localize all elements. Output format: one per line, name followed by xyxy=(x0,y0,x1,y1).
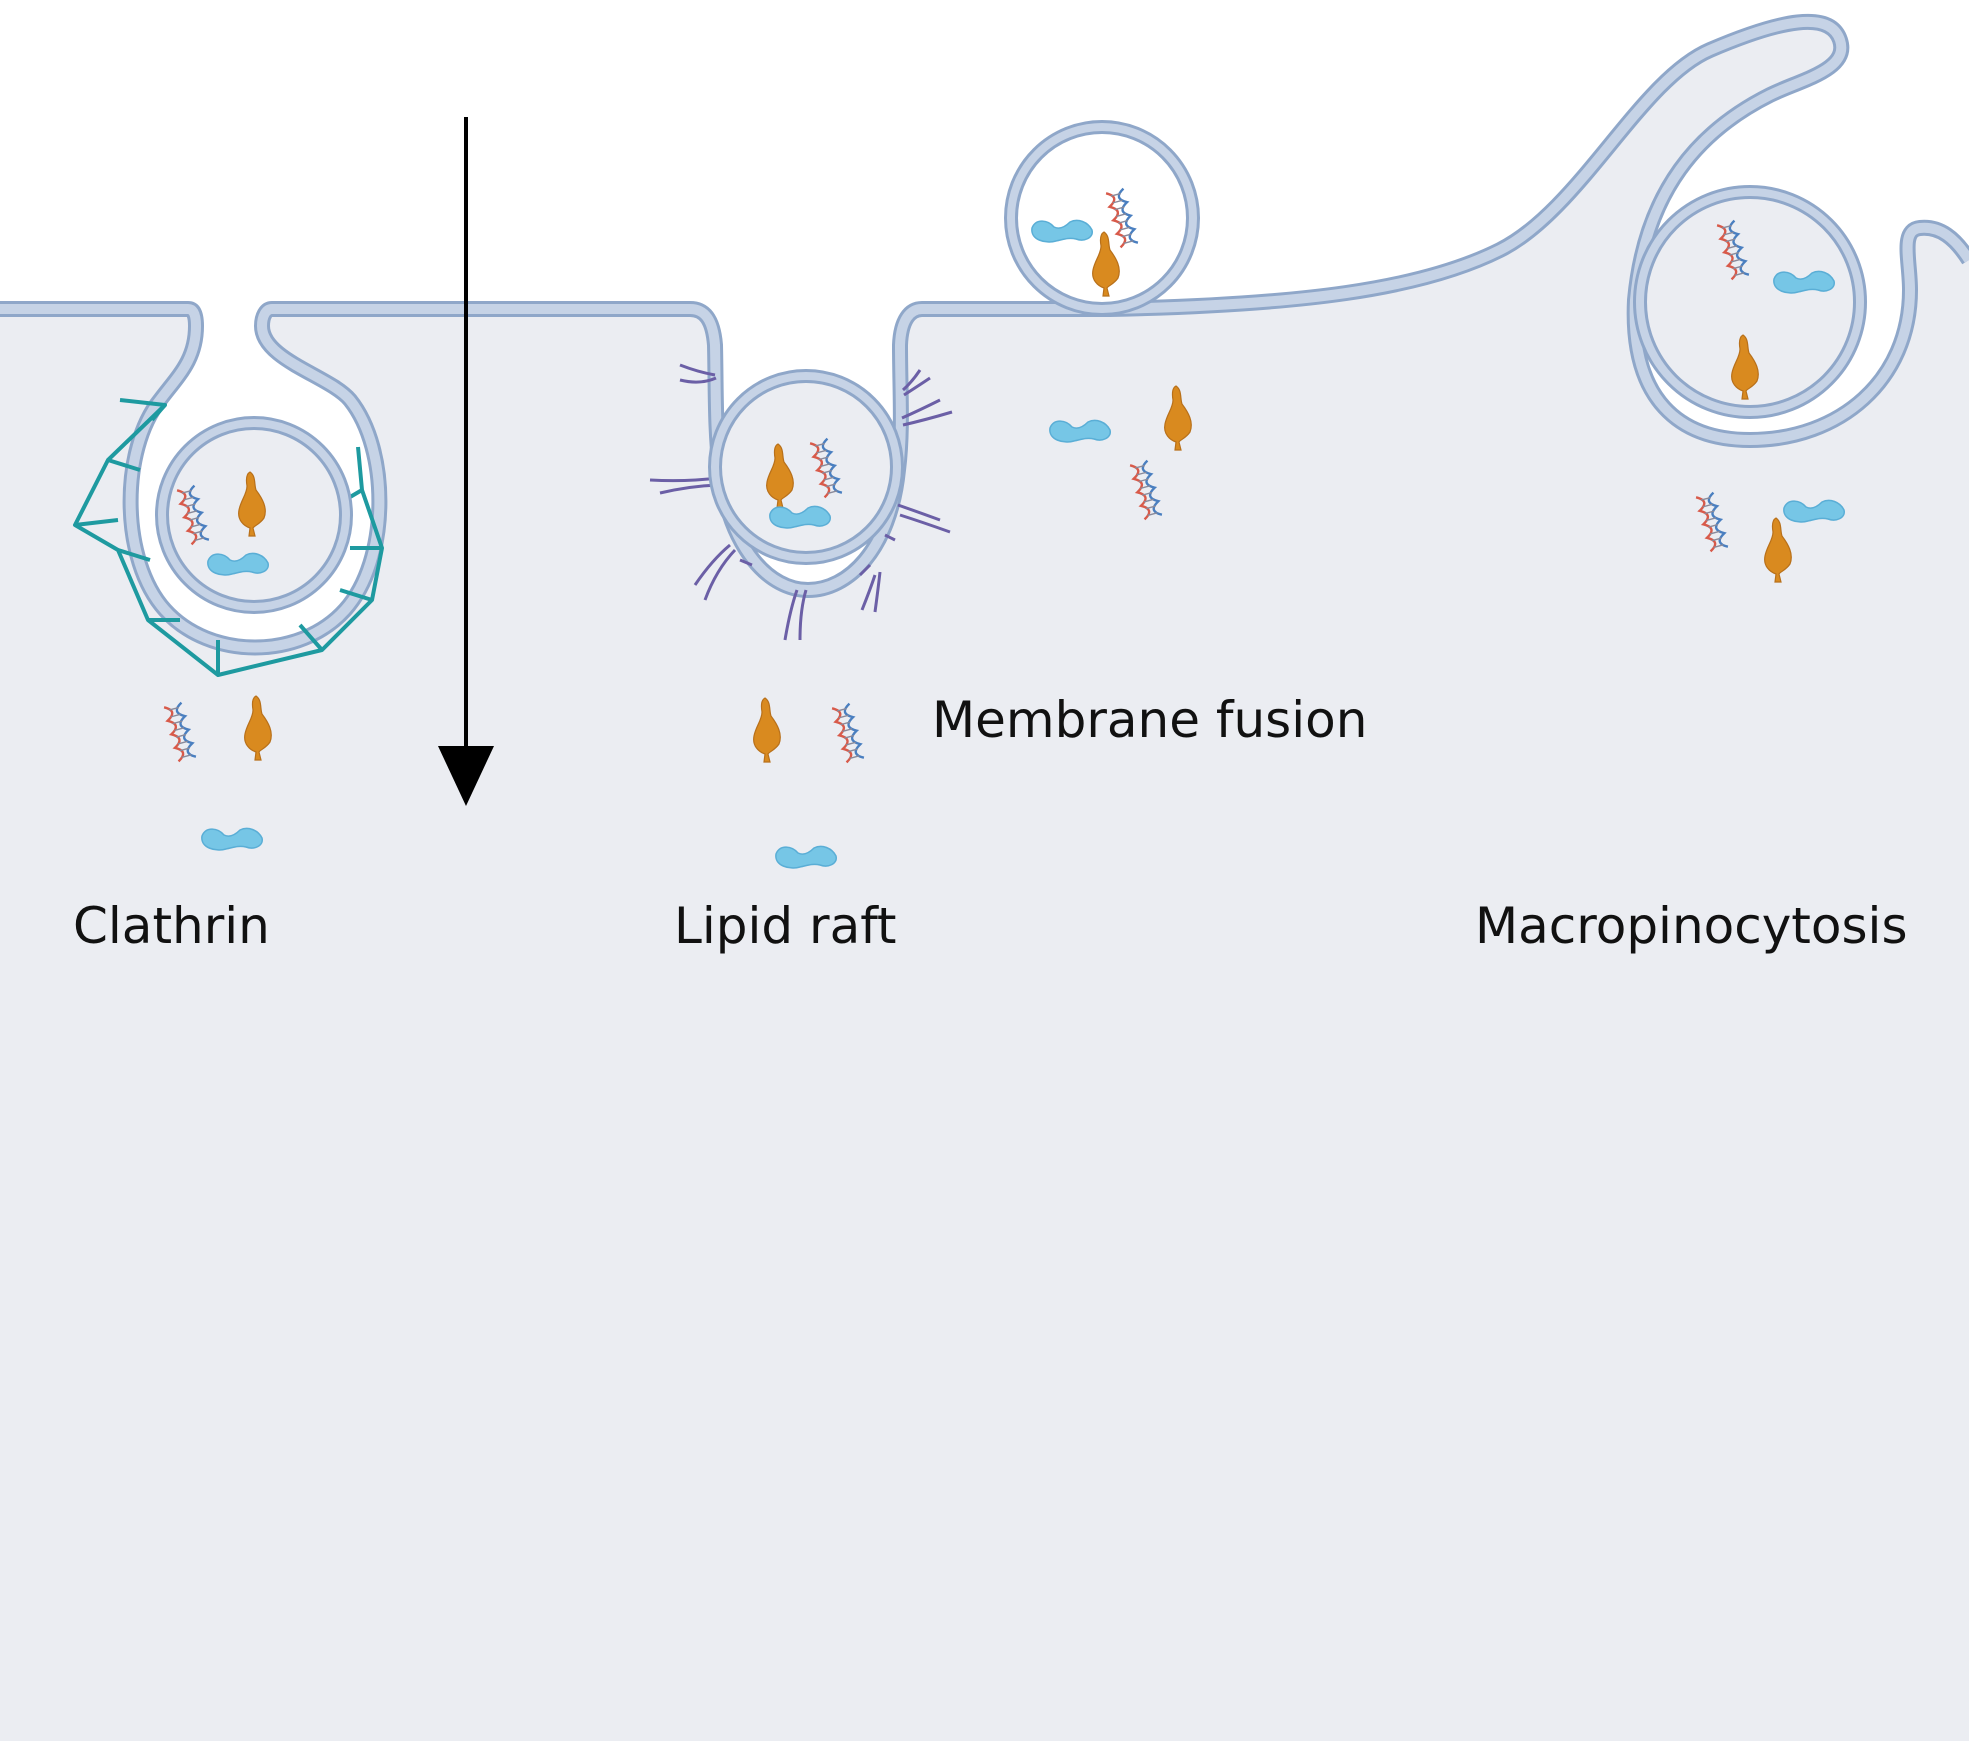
label-lipid-raft: Lipid raft xyxy=(674,897,897,955)
plasma-membrane-inner xyxy=(0,16,1969,653)
membrane-fusion-pathway xyxy=(1004,120,1200,521)
clathrin-coat-icon xyxy=(73,398,384,677)
macropinocytosis-pathway xyxy=(1633,185,1867,583)
label-macropinocytosis: Macropinocytosis xyxy=(1475,897,1908,955)
label-clathrin: Clathrin xyxy=(73,897,270,955)
clathrin-pathway xyxy=(73,398,384,851)
cytoplasm xyxy=(0,21,1969,1741)
arrow-down-icon xyxy=(438,117,494,806)
lipid-raft-pathway xyxy=(649,363,953,869)
label-membrane-fusion: Membrane fusion xyxy=(932,691,1367,749)
